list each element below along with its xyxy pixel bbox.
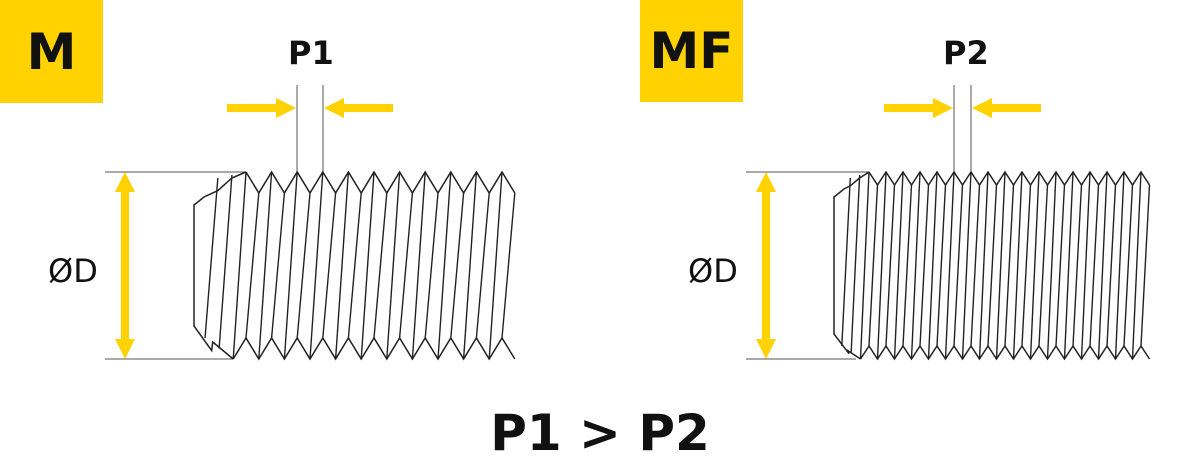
thread-flank-line (1063, 171, 1074, 360)
diameter-arrow-mf (756, 172, 776, 359)
thread-flank-line (919, 184, 930, 347)
thread-flank-line (1055, 184, 1066, 347)
thread-flank-line (953, 184, 964, 347)
thread-flank-line (1080, 171, 1091, 360)
thread-flank-line (910, 171, 921, 360)
thread-flank-line (296, 192, 311, 339)
thread-flank-line (868, 184, 879, 347)
thread-flank-line (885, 184, 896, 347)
thread-flank-line (961, 171, 972, 360)
pitch-arrow-right-mf (884, 98, 953, 118)
thread-flank-line (841, 177, 851, 347)
thread-flank-line (322, 192, 337, 339)
thread-flank-line (927, 171, 938, 360)
pitch-arrow-left-m (324, 98, 393, 118)
thread-flank-line (245, 192, 260, 339)
thread-flank-line (1046, 171, 1057, 360)
thread-flank-line (978, 171, 989, 360)
thread-flank-line (360, 171, 375, 360)
thread-flank-line (1089, 184, 1100, 347)
thread-flank-line (987, 184, 998, 347)
thread-chamfer (833, 171, 870, 360)
thread-flank-line (1072, 184, 1083, 347)
thread-flank-line (1021, 184, 1032, 347)
thread-flank-line (424, 192, 439, 339)
thread-flank-line (270, 192, 286, 339)
thread-flank-line (386, 171, 401, 360)
thread-flank-line (283, 171, 298, 360)
diameter-label-right: ØD (688, 252, 738, 290)
diameter-arrow-m (115, 172, 135, 359)
thread-flank-line (1004, 184, 1015, 347)
thread-flank-line (488, 171, 503, 360)
thread-flank-line (462, 171, 478, 360)
thread-flank-line (1140, 184, 1151, 347)
thread-flank-line (1123, 184, 1134, 347)
thread-flank-line (411, 171, 426, 360)
thread-flank-line (309, 171, 324, 360)
thread-flank-line (995, 171, 1006, 360)
thread-flank-line (347, 192, 362, 339)
thread-flank-line (1012, 171, 1023, 360)
thread-flank-line (850, 174, 861, 353)
thread-flank-line (437, 171, 452, 360)
thread-flank-line (970, 184, 981, 347)
pitch-label-p2: P2 (943, 34, 989, 72)
thread-flank-line (1097, 171, 1108, 360)
thread-flank-line (258, 171, 273, 360)
thread-flank-line (501, 192, 516, 339)
thread-crest-profile-top (868, 170, 1151, 187)
thread-flank-line (334, 171, 350, 360)
metric-fine-badge: MF (640, 0, 743, 102)
thread-flank-line (1029, 171, 1040, 360)
thread-flank-line (1131, 171, 1142, 360)
thread-flank-line (876, 171, 887, 360)
thread-flank-line (398, 192, 414, 339)
thread-flank-line (450, 192, 465, 339)
thread-flank-line (475, 192, 490, 339)
pitch-arrow-right-m (227, 98, 296, 118)
thread-flank-line (936, 184, 947, 347)
thread-flank-line (373, 192, 388, 339)
thread-flank-line (204, 177, 219, 339)
thread-flank-line (1038, 184, 1049, 347)
thread-flank-line (218, 174, 233, 349)
thread-flank-line (893, 171, 904, 360)
thread-flank-line (902, 184, 913, 347)
diameter-label-left: ØD (48, 252, 98, 290)
thread-flank-line (944, 171, 955, 360)
metric-coarse-badge: M (0, 0, 103, 103)
thread-crest-profile-bottom (859, 344, 1151, 361)
pitch-label-p1: P1 (288, 34, 334, 72)
thread-flank-line (1114, 171, 1125, 360)
thread-flank-line (232, 171, 247, 360)
thread-flank-line (1106, 184, 1117, 347)
thread-crest-profile-top (245, 170, 516, 195)
pitch-arrow-left-mf (972, 98, 1041, 118)
thread-chamfer (193, 171, 247, 360)
thread-crest-profile-bottom (232, 336, 516, 361)
pitch-comparison: P1 > P2 (490, 404, 710, 462)
thread-flank-line (859, 171, 870, 360)
